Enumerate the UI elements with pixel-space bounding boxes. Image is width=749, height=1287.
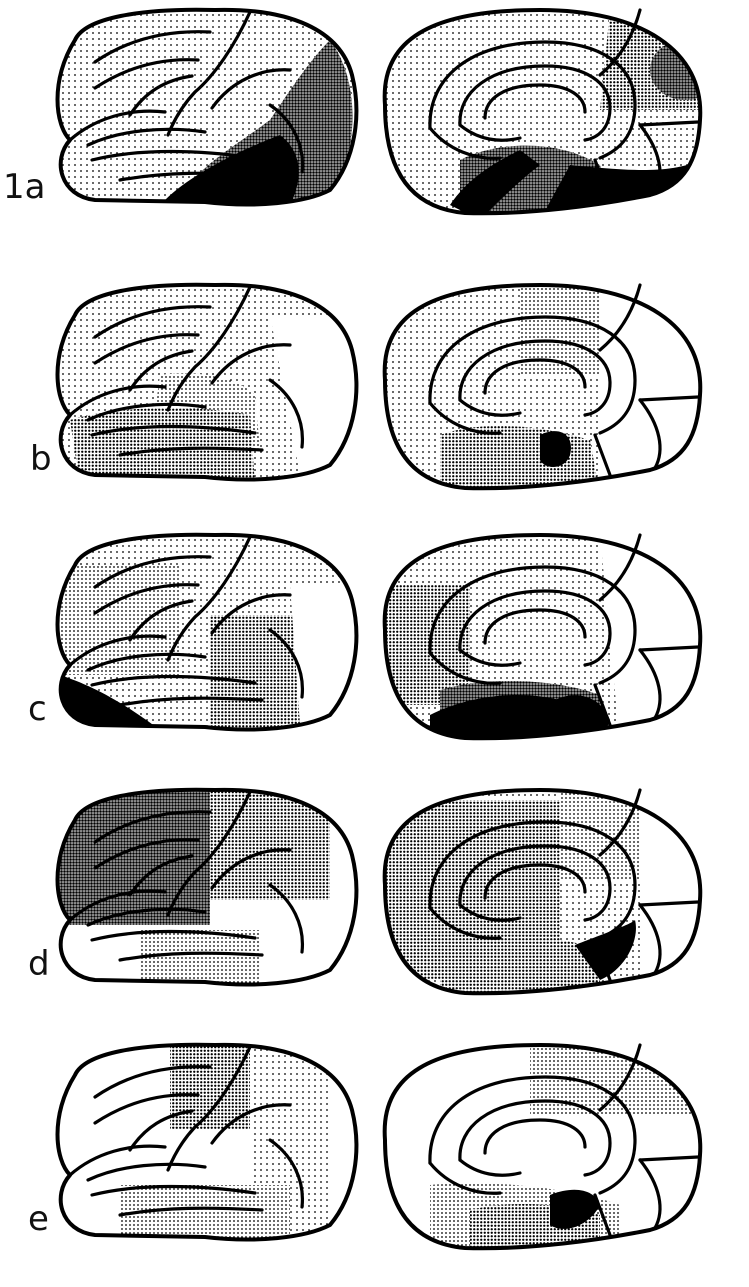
lateral-brain-b bbox=[0, 275, 380, 490]
medial-brain-c bbox=[380, 525, 710, 745]
medial-brain-d bbox=[380, 780, 710, 1000]
row-label-d: d bbox=[28, 944, 50, 984]
medial-brain-b bbox=[380, 275, 710, 495]
lateral-brain-d bbox=[0, 780, 380, 995]
lateral-brain-1a bbox=[0, 0, 380, 215]
row-1a: 1a bbox=[0, 0, 720, 220]
row-label-b: b bbox=[30, 439, 52, 479]
lateral-brain-c bbox=[0, 525, 380, 740]
row-label-c: c bbox=[28, 689, 47, 729]
row-e: e bbox=[0, 1035, 710, 1255]
lateral-brain-e bbox=[0, 1035, 380, 1250]
medial-brain-1a bbox=[380, 0, 720, 220]
row-label-1a: 1a bbox=[3, 167, 45, 207]
row-d: d bbox=[0, 780, 710, 1000]
medial-brain-e bbox=[380, 1035, 710, 1255]
row-label-e: e bbox=[28, 1199, 49, 1239]
row-c: c bbox=[0, 525, 710, 745]
row-b: b bbox=[0, 275, 710, 495]
